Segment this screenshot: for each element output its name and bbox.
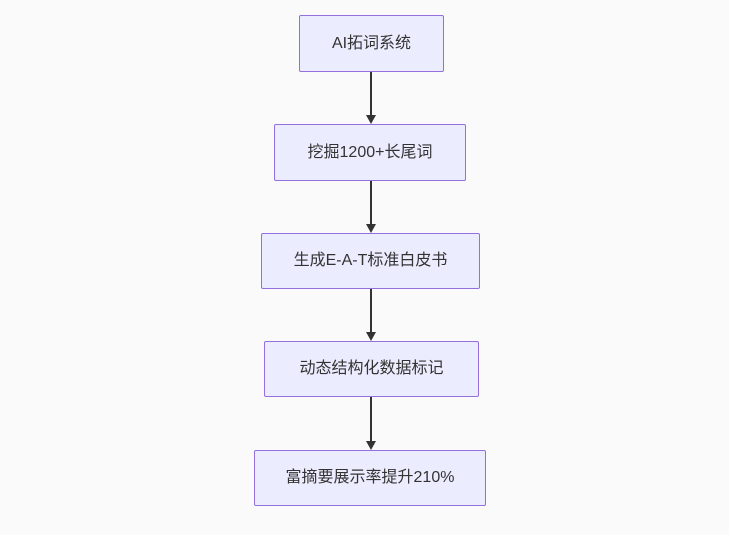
flow-node-eat-whitepaper: 生成E-A-T标准白皮书 bbox=[261, 233, 480, 289]
arrow-down-icon bbox=[365, 72, 377, 124]
flow-node-structured-data-markup: 动态结构化数据标记 bbox=[264, 341, 479, 397]
flow-node-label: 生成E-A-T标准白皮书 bbox=[293, 252, 448, 269]
flow-node-rich-snippet-rate: 富摘要展示率提升210% bbox=[254, 450, 486, 506]
arrowhead-icon bbox=[366, 441, 376, 450]
flow-node-label: 富摘要展示率提升210% bbox=[285, 469, 455, 486]
arrowhead-icon bbox=[366, 115, 376, 124]
arrow-shaft bbox=[370, 181, 372, 224]
flow-node-label: 挖掘1200+长尾词 bbox=[307, 143, 433, 161]
flow-node-longtail-mining: 挖掘1200+长尾词 bbox=[274, 124, 466, 181]
arrowhead-icon bbox=[366, 332, 376, 341]
arrow-shaft bbox=[370, 72, 372, 115]
arrow-down-icon bbox=[365, 181, 377, 233]
flow-node-label: 动态结构化数据标记 bbox=[299, 360, 444, 377]
arrow-shaft bbox=[370, 397, 372, 441]
arrow-shaft bbox=[370, 289, 372, 332]
arrow-down-icon bbox=[365, 397, 377, 450]
flow-node-ai-keyword-system: AI拓词系统 bbox=[299, 15, 444, 72]
flow-node-label: AI拓词系统 bbox=[331, 34, 412, 52]
arrowhead-icon bbox=[366, 224, 376, 233]
arrow-down-icon bbox=[365, 289, 377, 341]
